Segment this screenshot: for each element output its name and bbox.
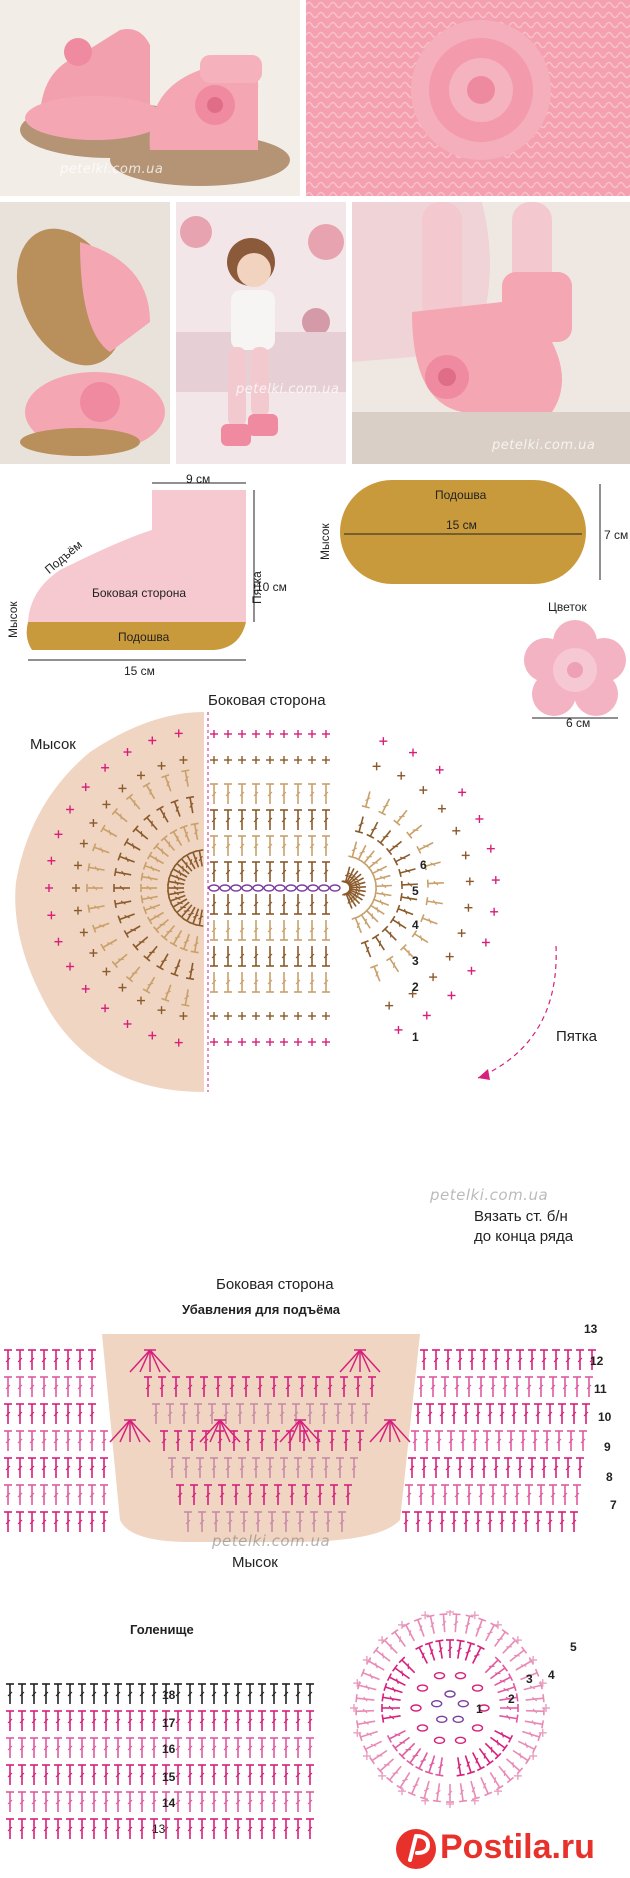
row-num: 5 xyxy=(412,884,419,898)
bootie-width-top: 9 см xyxy=(186,472,211,486)
chart-sole-note-2: до конца ряда xyxy=(474,1228,574,1245)
row-num: 13 xyxy=(152,1822,166,1836)
chart-sole-toe: Мысок xyxy=(30,736,76,753)
leg-crochet-chart xyxy=(6,1683,314,1839)
bootie-height: 10 см xyxy=(256,580,287,594)
booties-pair-photo: petelki.com.ua xyxy=(0,0,300,196)
row-num: 4 xyxy=(548,1668,555,1682)
row-num: 3 xyxy=(526,1672,533,1686)
row-num: 2 xyxy=(508,1692,515,1706)
row-num: 1 xyxy=(476,1702,483,1716)
chart-sole-heel: Пятка xyxy=(556,1028,598,1045)
sole-title: Подошва xyxy=(435,488,487,502)
chart-sole-top-label: Боковая сторона xyxy=(208,692,326,709)
booties-soles-photo xyxy=(0,202,170,464)
postila-logo[interactable] xyxy=(386,1820,630,1878)
watermark: petelki.com.ua xyxy=(236,382,340,397)
bootie-shape-schema xyxy=(26,482,255,661)
booties-on-feet-photo: petelki.com.ua xyxy=(352,202,630,464)
row-num: 4 xyxy=(412,918,419,932)
row-num: 8 xyxy=(606,1470,613,1484)
watermark: petelki.com.ua xyxy=(212,1532,331,1550)
row-num: 1 xyxy=(412,1030,419,1044)
flower-size: 6 см xyxy=(566,716,591,730)
flower-crochet-chart xyxy=(350,1610,550,1808)
sole-shape-schema xyxy=(340,480,601,584)
watermark: petelki.com.ua xyxy=(60,162,164,177)
row-num: 11 xyxy=(594,1382,607,1396)
flower-shape-schema xyxy=(524,620,626,719)
row-num: 15 xyxy=(162,1770,176,1784)
bootie-toe-label: Мысок xyxy=(6,601,20,638)
row-num: 18 xyxy=(162,1688,176,1702)
row-num: 5 xyxy=(570,1640,577,1654)
watermark: petelki.com.ua xyxy=(492,438,596,453)
sole-crochet-chart xyxy=(15,712,557,1092)
row-num: 3 xyxy=(412,954,419,968)
row-num: 7 xyxy=(610,1498,617,1512)
chart-sole-bottom-label: Боковая сторона xyxy=(216,1276,334,1293)
chart-leg-title: Голенище xyxy=(130,1622,194,1637)
instep-crochet-chart xyxy=(4,1334,596,1542)
row-num: 14 xyxy=(162,1796,176,1810)
bootie-length: 15 см xyxy=(124,664,155,678)
bootie-sole-label: Подошва xyxy=(118,630,170,644)
row-num: 16 xyxy=(162,1742,176,1756)
bootie-heel-label: Пятка xyxy=(250,571,264,604)
row-num: 2 xyxy=(412,980,419,994)
flower-closeup-photo xyxy=(306,0,630,196)
row-num: 6 xyxy=(420,858,427,872)
watermark: petelki.com.ua xyxy=(430,1186,549,1204)
row-num: 9 xyxy=(604,1440,611,1454)
row-num: 12 xyxy=(590,1354,604,1368)
row-num: 13 xyxy=(584,1322,598,1336)
sole-length: 15 см xyxy=(446,518,477,532)
chart-sole-note-1: Вязать ст. б/н xyxy=(474,1208,568,1225)
chart-instep-toe: Мысок xyxy=(232,1554,278,1571)
postila-logo-text[interactable]: Postila.ru xyxy=(440,1828,595,1866)
sole-toe-label: Мысок xyxy=(318,523,332,560)
row-num: 10 xyxy=(598,1410,612,1424)
sole-width: 7 см xyxy=(604,528,629,542)
child-sitting-photo: petelki.com.ua xyxy=(176,202,346,464)
flower-title: Цветок xyxy=(548,600,587,614)
chart-instep-title: Убавления для подъёма xyxy=(182,1302,340,1317)
bootie-side-label: Боковая сторона xyxy=(92,586,187,600)
row-num: 17 xyxy=(162,1716,176,1730)
